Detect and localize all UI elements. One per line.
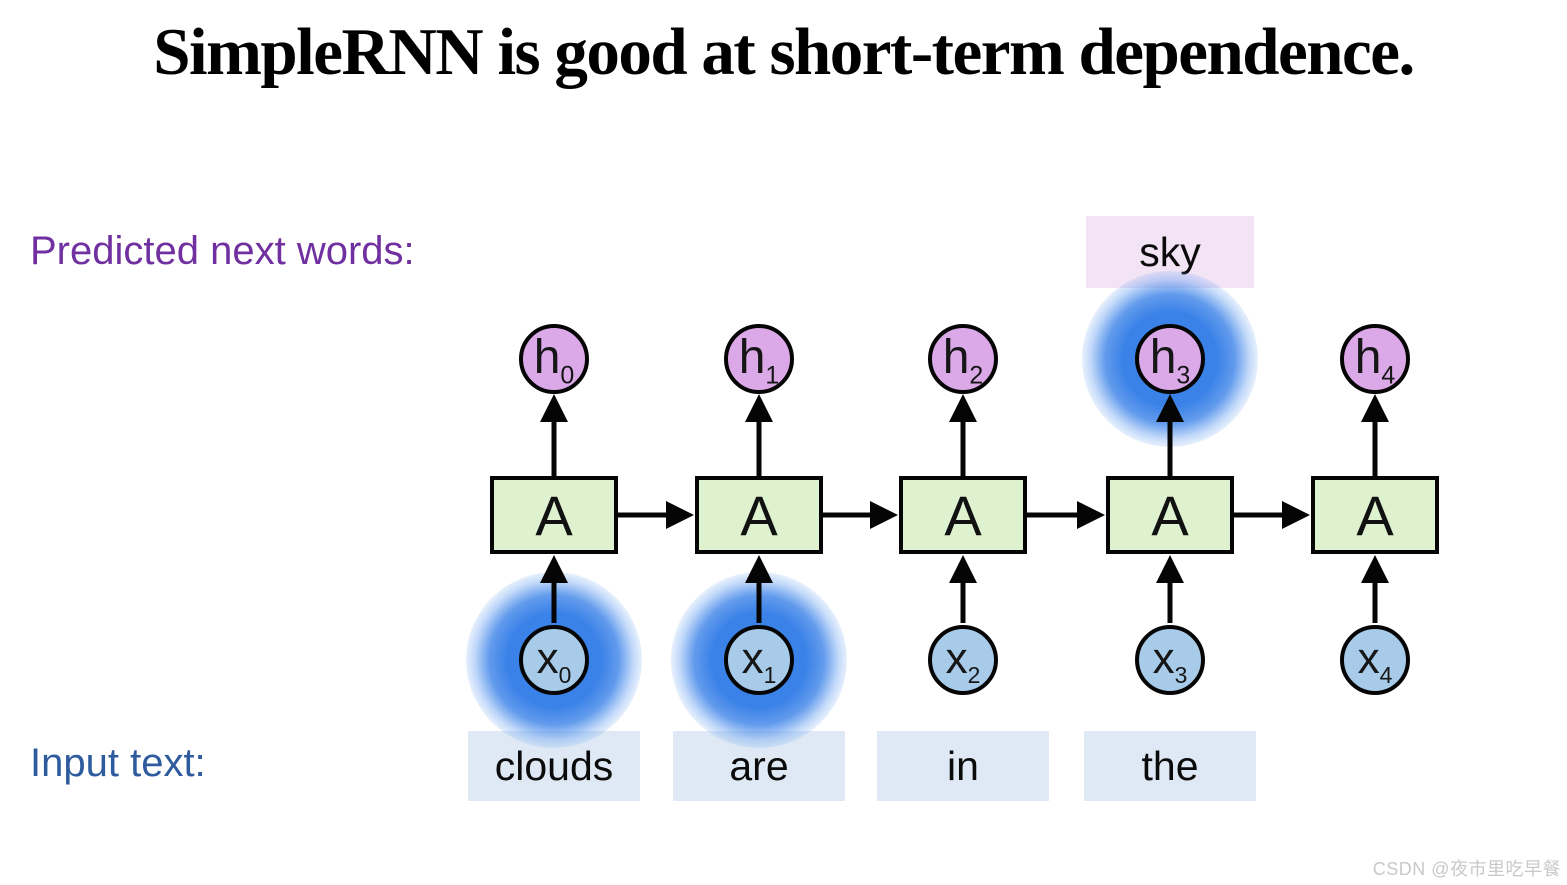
input-word-3: the [1141, 742, 1199, 789]
rnn-cell-0-label: A [535, 483, 573, 547]
h-node-0-subscript: 0 [560, 361, 575, 390]
x-node-2-label: x [945, 633, 968, 683]
h-node-1-label: h [738, 330, 766, 384]
h-node-1: h1 [724, 324, 794, 394]
predicted-word: sky [1139, 228, 1201, 275]
x-node-1-label: x [741, 633, 764, 683]
rnn-cell-1-label: A [740, 483, 778, 547]
h-node-4-label: h [1354, 330, 1382, 384]
h-node-4-subscript: 4 [1381, 361, 1396, 390]
h-node-2-subscript: 2 [969, 361, 984, 390]
x-node-1-subscript: 1 [763, 661, 777, 688]
x-node-3-label: x [1152, 633, 1175, 683]
x-node-4: x4 [1340, 625, 1410, 695]
x-node-4-label: x [1357, 633, 1380, 683]
watermark: CSDN @夜市里吃早餐 [1372, 859, 1561, 879]
rnn-cell-4-label: A [1356, 483, 1394, 547]
rnn-cell-2-label: A [944, 483, 982, 547]
x-node-1: x1 [724, 625, 794, 695]
input-word-1: are [729, 742, 789, 789]
page-title: SimpleRNN is good at short-term dependen… [153, 15, 1415, 89]
x-node-2: x2 [928, 625, 998, 695]
x-node-0-label: x [536, 633, 559, 683]
x-node-2-subscript: 2 [967, 661, 981, 688]
input-word-0: clouds [494, 742, 614, 789]
h-node-3-label: h [1149, 330, 1177, 384]
h-node-0: h0 [519, 324, 589, 394]
h-node-4: h4 [1340, 324, 1410, 394]
x-node-4-subscript: 4 [1379, 661, 1393, 688]
h-node-1-subscript: 1 [765, 361, 780, 390]
rnn-cell-3: A [1106, 476, 1234, 554]
rnn-cell-2: A [899, 476, 1027, 554]
h-node-2-label: h [942, 330, 970, 384]
h-node-2: h2 [928, 324, 998, 394]
input-text-label: Input text: [30, 741, 206, 785]
rnn-cell-1: A [695, 476, 823, 554]
x-node-0: x0 [519, 625, 589, 695]
rnn-cell-3-label: A [1151, 483, 1189, 547]
h-node-3: h3 [1135, 324, 1205, 394]
rnn-cell-0: A [490, 476, 618, 554]
predicted-next-words-label: Predicted next words: [30, 229, 415, 273]
h-node-0-label: h [533, 330, 561, 384]
x-node-3-subscript: 3 [1174, 661, 1188, 688]
input-word-box-2: in [877, 731, 1049, 801]
input-word-2: in [947, 742, 979, 789]
x-node-3: x3 [1135, 625, 1205, 695]
input-word-box-3: the [1084, 731, 1256, 801]
x-node-0-subscript: 0 [558, 661, 572, 688]
rnn-cell-4: A [1311, 476, 1439, 554]
h-node-3-subscript: 3 [1176, 361, 1191, 390]
